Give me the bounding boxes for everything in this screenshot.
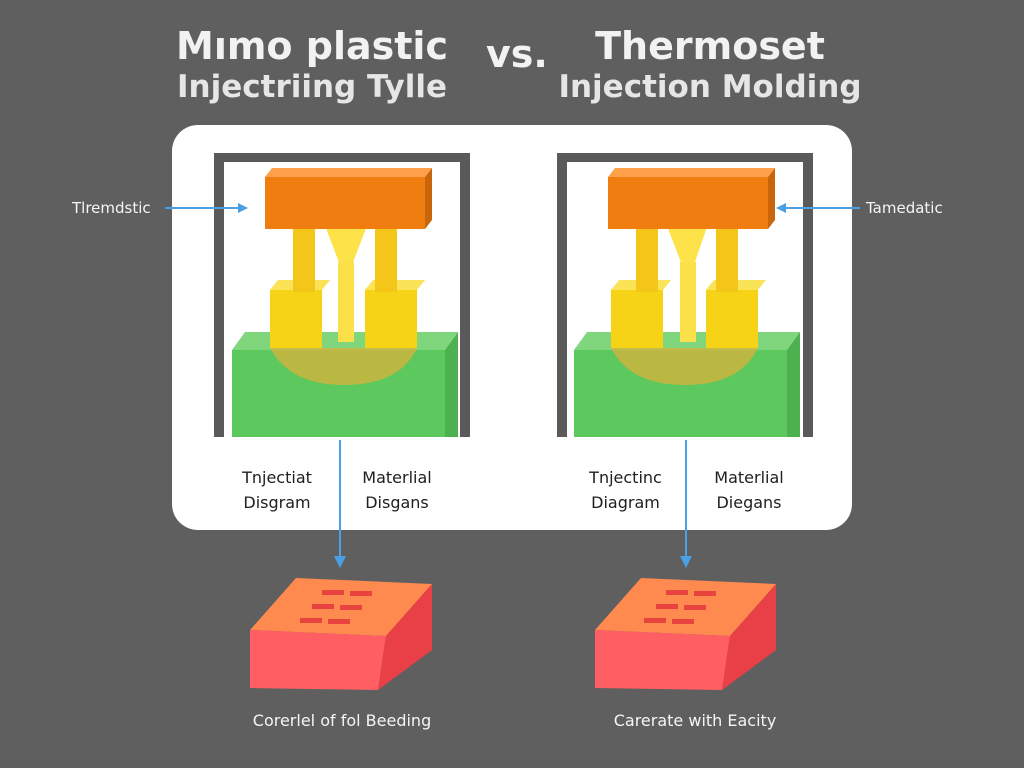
arrow-heads [238,203,786,568]
right-mold-diagram [557,153,813,437]
right-material-label-line1: Materlial [714,468,784,487]
connector-arrows [165,207,860,560]
right-caption: Carerate with Eacity [613,711,777,730]
title-left-line1: Mımo plastic [176,24,448,68]
right-top-plate [608,177,768,229]
right-material-label: Materlial Diegans [704,465,794,515]
left-caption: Corerlel of fol Beeding [252,711,432,730]
left-material-label-line1: Materlial [362,468,432,487]
right-material-label-line2: Diegans [716,493,782,512]
left-output-part [250,578,432,690]
right-output-part [595,578,776,690]
left-material-label-line2: Disgans [365,493,429,512]
left-material-label: Materlial Disgans [352,465,442,515]
left-top-plate [265,177,425,229]
title-left: Mımo plastic Injectriing Tylle [172,24,452,106]
left-sprue [322,218,370,265]
left-cavity-block-b [365,290,417,348]
vs-label: vs. [486,32,548,76]
left-injection-label: Tnjectiat Disgram [232,465,322,515]
right-side-label: Tamedatic [866,199,943,217]
left-injection-label-line1: Tnjectiat [242,468,312,487]
left-injection-label-line2: Disgram [243,493,311,512]
title-right-line2: Injection Molding [558,69,862,105]
right-cavity-block-b [706,290,758,348]
left-side-label: Tlremdstic [72,199,151,217]
title-right-line1: Thermoset [595,24,825,68]
right-runner-a [636,222,658,292]
right-cavity-block-a [611,290,663,348]
right-injection-label-line2: Diagram [591,493,660,512]
title-left-line2: Injectriing Tylle [177,69,447,105]
right-sprue [664,218,710,265]
title-right: Thermoset Injection Molding [555,24,865,106]
right-injection-label-line1: Tnjectinc [589,468,662,487]
left-runner-a [293,222,315,292]
left-runner-b [375,222,397,292]
left-mold-diagram [214,153,470,437]
right-injection-label: Tnjectinc Diagram [578,465,673,515]
right-runner-b [716,222,738,292]
left-cavity-block-a [270,290,322,348]
